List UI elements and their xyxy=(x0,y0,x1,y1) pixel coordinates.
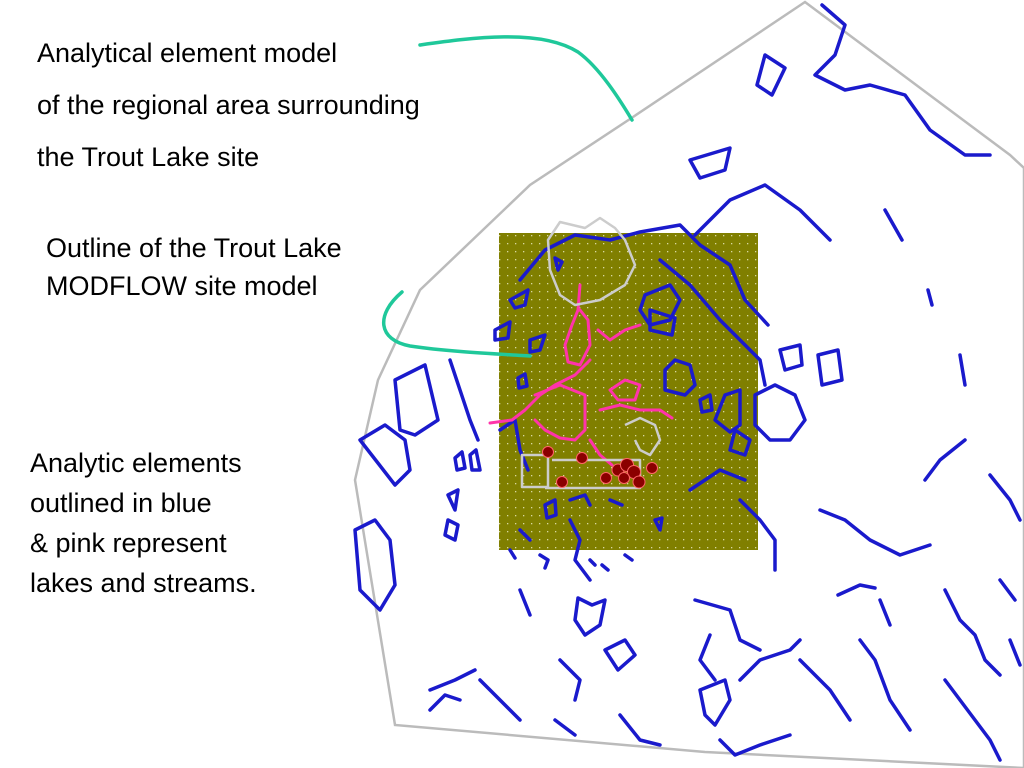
blue-analytic-elements xyxy=(353,3,1022,762)
well-markers xyxy=(542,446,658,489)
regional-model-caption: Analytical element model of the regional… xyxy=(37,40,420,196)
caption-line: outlined in blue xyxy=(30,488,212,518)
caption-line: MODFLOW site model xyxy=(46,271,318,301)
site-model-caption: Outline of the Trout Lake MODFLOW site m… xyxy=(46,235,342,311)
caption-line: Analytic elements xyxy=(30,448,242,478)
caption-line: lakes and streams. xyxy=(30,568,257,598)
caption-line: the Trout Lake site xyxy=(37,142,260,172)
caption-line: Analytical element model xyxy=(37,38,338,68)
regional-model-boundary xyxy=(353,0,1024,768)
site-model-leader xyxy=(382,290,532,358)
caption-line: of the regional area surrounding xyxy=(37,90,420,120)
leader-lines xyxy=(382,35,634,358)
caption-line: Outline of the Trout Lake xyxy=(46,233,342,263)
elements-note-caption: Analytic elements outlined in blue & pin… xyxy=(30,450,257,610)
pink-analytic-elements xyxy=(488,283,674,467)
caption-line: & pink represent xyxy=(30,528,227,558)
regional-model-leader xyxy=(418,35,634,122)
